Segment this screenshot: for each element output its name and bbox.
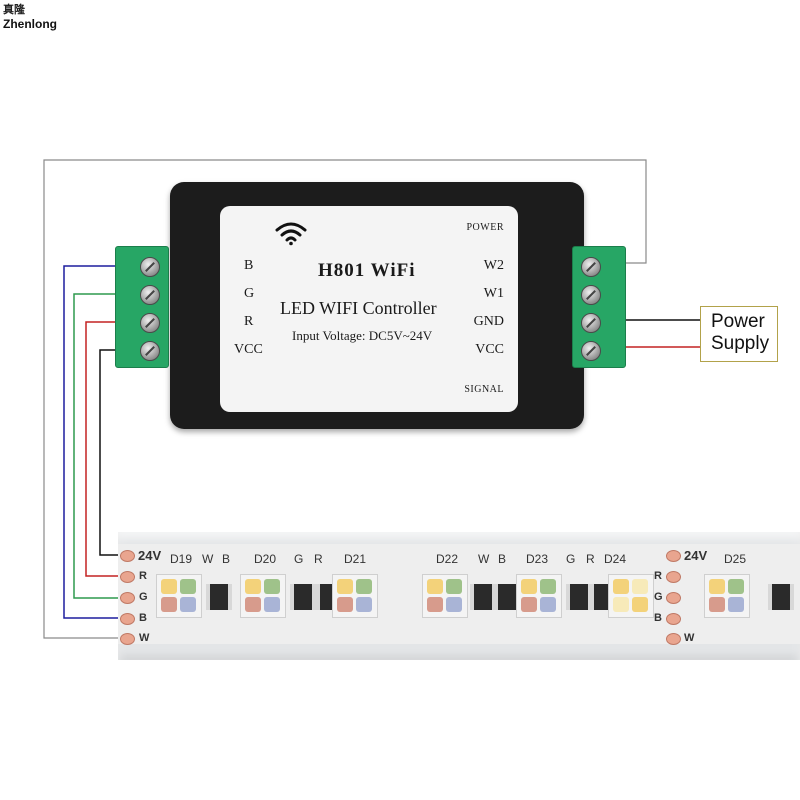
- designator-d20: D20: [254, 552, 277, 566]
- pad-label-w-mid: W: [684, 632, 695, 644]
- resistor: [290, 584, 316, 610]
- pin-label-w2: W2: [483, 258, 504, 273]
- designator-d24: D24: [604, 552, 627, 566]
- led-strip: 24V R G B W 24V R G B W D19 D20 D21 D22 …: [118, 532, 800, 660]
- channel-label-g: G: [294, 552, 304, 566]
- screw-icon: [140, 285, 160, 305]
- rgbw-led: [332, 574, 378, 618]
- pad-label-w: W: [139, 632, 150, 644]
- rgbw-led: [704, 574, 750, 618]
- strip-voltage-mid: 24V: [684, 548, 708, 563]
- pad-label-g-mid: G: [654, 591, 663, 603]
- rgbw-led: [156, 574, 202, 618]
- pad-label-g: G: [139, 591, 148, 603]
- designator-d21: D21: [344, 552, 367, 566]
- screw-icon: [140, 313, 160, 333]
- designator-d22: D22: [436, 552, 459, 566]
- solder-pad-g: [120, 592, 135, 604]
- wire-g: [73, 293, 128, 599]
- solder-pad-w: [120, 633, 135, 645]
- left-terminal-block: [115, 246, 169, 368]
- rgbw-led: [422, 574, 468, 618]
- power-supply-line1: Power: [711, 311, 765, 332]
- channel-label-w: W: [202, 552, 214, 566]
- model-title: H801 WiFi: [318, 260, 416, 281]
- channel-label-w: W: [478, 552, 490, 566]
- pad-label-b-mid: B: [654, 612, 662, 624]
- right-terminal-block: [572, 246, 626, 368]
- wifi-icon: [275, 222, 307, 246]
- signal-label: SIGNAL: [464, 384, 504, 395]
- channel-label-b: B: [498, 552, 507, 566]
- pad-label-b: B: [139, 612, 147, 624]
- pin-label-g: G: [244, 286, 255, 301]
- channel-label-g: G: [566, 552, 576, 566]
- power-supply-line2: Supply: [711, 333, 770, 354]
- resistor: [566, 584, 592, 610]
- resistor: [768, 584, 794, 610]
- wire-b: [63, 265, 128, 619]
- controller-label: POWER H801 WiFi LED WIFI Controller Inpu…: [220, 206, 518, 412]
- screw-icon: [581, 285, 601, 305]
- screw-icon: [581, 341, 601, 361]
- pin-label-gnd: GND: [473, 314, 504, 329]
- wire-r: [85, 321, 128, 577]
- wire-w: [43, 159, 647, 639]
- pin-label-r: R: [244, 314, 254, 329]
- screw-icon: [581, 257, 601, 277]
- channel-label-b: B: [222, 552, 231, 566]
- wire-vcc: [99, 349, 128, 556]
- rgbw-led: [608, 574, 654, 618]
- pin-label-w1: W1: [483, 286, 504, 301]
- solder-pad-b: [120, 613, 135, 625]
- rgbw-led: [516, 574, 562, 618]
- brand-chinese: 真隆: [3, 3, 25, 16]
- screw-icon: [140, 341, 160, 361]
- pin-label-b: B: [244, 258, 254, 273]
- solder-pad-mid: [666, 571, 681, 583]
- resistor: [206, 584, 232, 610]
- channel-label-r: R: [586, 552, 595, 566]
- rgbw-led: [240, 574, 286, 618]
- solder-pad-mid: [666, 550, 681, 562]
- power-supply-box: Power Supply: [700, 306, 778, 362]
- screw-icon: [581, 313, 601, 333]
- pin-label-vcc-left: VCC: [234, 342, 263, 357]
- brand-logo: 真隆 Zhenlong: [3, 3, 57, 31]
- solder-pad-r: [120, 571, 135, 583]
- resistor: [470, 584, 496, 610]
- designator-d25: D25: [724, 552, 747, 566]
- solder-pad-mid: [666, 592, 681, 604]
- screw-icon: [140, 257, 160, 277]
- designator-d23: D23: [526, 552, 549, 566]
- pin-label-vcc-right: VCC: [475, 342, 504, 357]
- strip-voltage-left: 24V: [138, 548, 162, 563]
- controller-subtitle: LED WIFI Controller: [280, 298, 437, 318]
- brand-name: Zhenlong: [3, 17, 57, 31]
- channel-label-r: R: [314, 552, 323, 566]
- solder-pad-mid: [666, 613, 681, 625]
- solder-pad-vcc: [120, 550, 135, 562]
- pad-label-r: R: [139, 570, 147, 582]
- input-voltage: Input Voltage: DC5V~24V: [292, 328, 433, 343]
- designator-d19: D19: [170, 552, 193, 566]
- power-label: POWER: [466, 222, 504, 233]
- solder-pad-mid: [666, 633, 681, 645]
- pad-label-r-mid: R: [654, 570, 662, 582]
